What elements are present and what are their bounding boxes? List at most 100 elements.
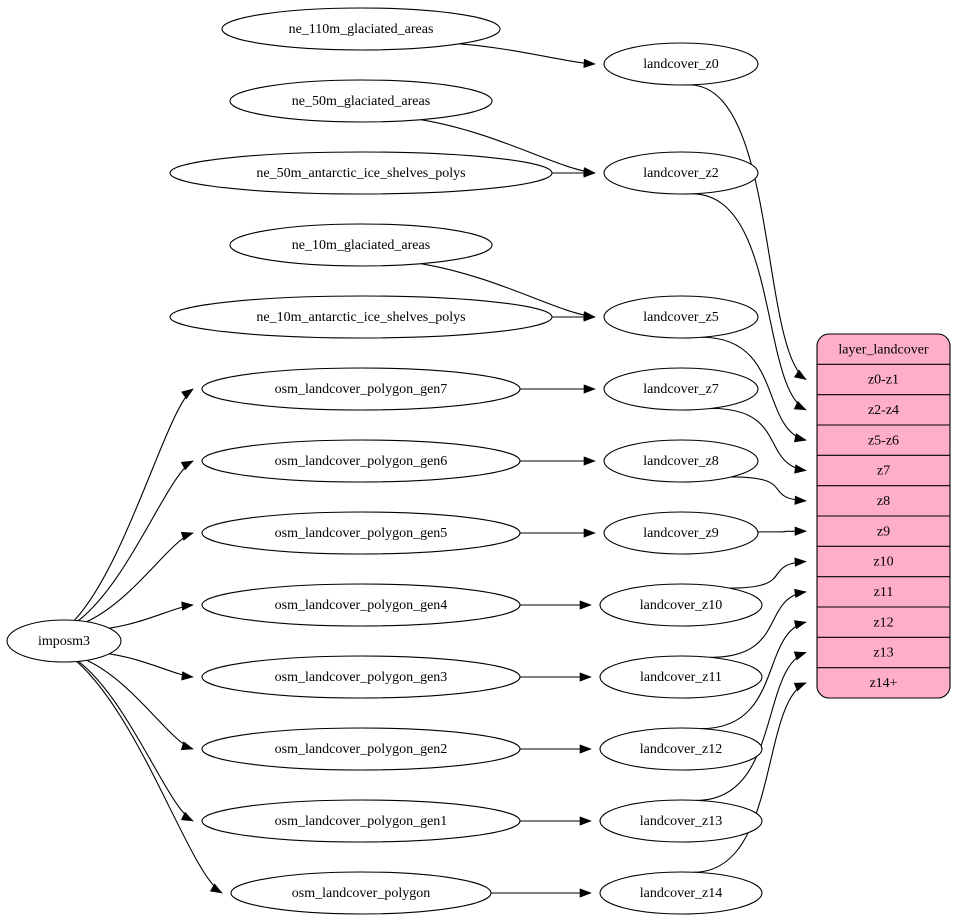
node-osm_landcover_polygon_gen4[interactable]: osm_landcover_polygon_gen4 <box>201 583 521 627</box>
node-osm_landcover_polygon_gen2[interactable]: osm_landcover_polygon_gen2 <box>201 727 521 771</box>
node-ne_50m_antarctic_ice_shelves_polys[interactable]: ne_50m_antarctic_ice_shelves_polys <box>169 151 553 195</box>
record-row-label: z0-z1 <box>868 373 899 388</box>
node-shape <box>221 7 501 51</box>
node-label: landcover_z2 <box>643 166 718 181</box>
node-label: ne_50m_glaciated_areas <box>292 94 430 109</box>
node-label: landcover_z12 <box>640 742 722 757</box>
node-shape <box>201 655 521 699</box>
edge-landcover_z9-to-layer_landcover-z9 <box>757 530 807 533</box>
node-osm_landcover_polygon_gen7[interactable]: osm_landcover_polygon_gen7 <box>201 367 521 411</box>
edge-landcover_z2-to-layer_landcover-z2-z4 <box>691 193 807 411</box>
node-shape <box>230 871 492 915</box>
edge-imposm3-to-osm_landcover_polygon_gen3-arrowhead <box>181 671 194 681</box>
node-osm_landcover_polygon[interactable]: osm_landcover_polygon <box>230 871 492 915</box>
edge-landcover_z12-to-layer_landcover-z12 <box>701 621 807 730</box>
edge-landcover_z13-to-layer_landcover-z13 <box>696 651 807 801</box>
node-shape <box>603 439 759 483</box>
node-landcover_z2[interactable]: landcover_z2 <box>603 151 759 195</box>
node-ne_110m_glaciated_areas[interactable]: ne_110m_glaciated_areas <box>221 7 501 51</box>
node-label: osm_landcover_polygon_gen2 <box>275 742 448 757</box>
edge-imposm3-to-osm_landcover_polygon_gen7-arrowhead <box>181 388 194 400</box>
record-row-label: z13 <box>873 646 893 661</box>
edge-landcover_z9-to-layer_landcover-z9-arrowhead <box>794 526 807 536</box>
edge-ne_10m_antarctic_ice_shelves_polys-to-landcover_z5-arrowhead <box>583 312 596 322</box>
edge-landcover_z2-to-layer_landcover-z2-z4-arrowhead <box>793 400 807 411</box>
node-landcover_z12[interactable]: landcover_z12 <box>599 727 763 771</box>
node-landcover_z13[interactable]: landcover_z13 <box>599 799 763 843</box>
edge-landcover_z5-to-layer_landcover-z5-z6 <box>701 336 807 441</box>
node-shape <box>599 799 763 843</box>
node-landcover_z8[interactable]: landcover_z8 <box>603 439 759 483</box>
edge-landcover_z0-to-layer_landcover-z0-z1 <box>689 84 807 380</box>
node-shape <box>603 42 759 86</box>
edge-osm_landcover_polygon_gen6-to-landcover_z8-arrowhead <box>583 456 596 466</box>
node-ne_10m_glaciated_areas[interactable]: ne_10m_glaciated_areas <box>229 223 493 267</box>
node-label: osm_landcover_polygon_gen5 <box>275 526 448 541</box>
node-shape <box>201 367 521 411</box>
node-shape <box>603 511 759 555</box>
node-label: landcover_z9 <box>643 526 718 541</box>
record-node-layer-landcover[interactable]: layer_landcoverz0-z1z2-z4z5-z6z7z8z9z10z… <box>816 333 951 699</box>
node-label: landcover_z11 <box>640 670 722 685</box>
node-landcover_z9[interactable]: landcover_z9 <box>603 511 759 555</box>
node-imposm3[interactable]: imposm3 <box>6 619 122 663</box>
record-row-label: z5-z6 <box>868 433 899 448</box>
record-row-label: z9 <box>877 524 890 539</box>
node-label: ne_110m_glaciated_areas <box>289 22 434 37</box>
edge-ne_110m_glaciated_areas-to-landcover_z0-arrowhead <box>583 58 596 69</box>
edge-ne_110m_glaciated_areas-to-landcover_z0 <box>459 43 596 65</box>
node-label: osm_landcover_polygon_gen4 <box>275 598 448 613</box>
node-shape <box>201 439 521 483</box>
record-header-label: layer_landcover <box>838 342 929 357</box>
node-shape <box>599 655 763 699</box>
edge-imposm3-to-osm_landcover_polygon_gen4 <box>109 604 194 629</box>
node-landcover_z5[interactable]: landcover_z5 <box>603 295 759 339</box>
node-label: landcover_z0 <box>643 57 718 72</box>
node-label: osm_landcover_polygon_gen1 <box>275 814 448 829</box>
node-ne_50m_glaciated_areas[interactable]: ne_50m_glaciated_areas <box>229 79 493 123</box>
edge-osm_landcover_polygon_gen5-to-landcover_z9-arrowhead <box>583 528 596 538</box>
edge-landcover_z5-to-layer_landcover-z5-z6-arrowhead <box>793 433 807 443</box>
node-landcover_z11[interactable]: landcover_z11 <box>599 655 763 699</box>
node-landcover_z7[interactable]: landcover_z7 <box>603 367 759 411</box>
node-ne_10m_antarctic_ice_shelves_polys[interactable]: ne_10m_antarctic_ice_shelves_polys <box>169 295 553 339</box>
edge-ne_50m_antarctic_ice_shelves_polys-to-landcover_z2-arrowhead <box>583 168 596 178</box>
edge-landcover_z8-to-layer_landcover-z8 <box>731 476 807 502</box>
node-osm_landcover_polygon_gen3[interactable]: osm_landcover_polygon_gen3 <box>201 655 521 699</box>
record-row-label: z8 <box>877 494 890 509</box>
node-shape <box>201 799 521 843</box>
node-osm_landcover_polygon_gen6[interactable]: osm_landcover_polygon_gen6 <box>201 439 521 483</box>
edge-imposm3-to-osm_landcover_polygon_gen6 <box>78 460 194 622</box>
node-label: ne_50m_antarctic_ice_shelves_polys <box>256 166 465 181</box>
node-landcover_z10[interactable]: landcover_z10 <box>599 583 763 627</box>
node-label: landcover_z5 <box>643 310 718 325</box>
edge-osm_landcover_polygon_gen2-to-landcover_z12-arrowhead <box>579 744 592 754</box>
edge-osm_landcover_polygon_gen4-to-landcover_z10-arrowhead <box>579 600 592 610</box>
node-osm_landcover_polygon_gen5[interactable]: osm_landcover_polygon_gen5 <box>201 511 521 555</box>
edge-imposm3-to-osm_landcover_polygon_gen5-arrowhead <box>180 531 194 541</box>
node-shape <box>603 295 759 339</box>
record-row-label: z10 <box>873 555 893 570</box>
edge-landcover_z11-to-layer_landcover-z11-arrowhead <box>794 588 807 599</box>
edge-landcover_z10-to-layer_landcover-z10-arrowhead <box>794 557 807 567</box>
edge-imposm3-to-osm_landcover_polygon_gen6-arrowhead <box>180 460 194 471</box>
edge-landcover_z7-to-layer_landcover-z7-arrowhead <box>794 464 807 474</box>
node-shape <box>229 223 493 267</box>
edge-ne_50m_glaciated_areas-to-landcover_z2 <box>421 119 596 174</box>
edge-imposm3-to-osm_landcover_polygon_gen7 <box>74 388 194 621</box>
node-label: landcover_z13 <box>640 814 722 829</box>
edge-landcover_z11-to-layer_landcover-z11 <box>709 591 807 658</box>
edge-imposm3-to-osm_landcover_polygon_gen3 <box>109 653 194 678</box>
node-label: landcover_z14 <box>640 886 722 901</box>
node-label: landcover_z7 <box>643 382 718 397</box>
node-osm_landcover_polygon_gen1[interactable]: osm_landcover_polygon_gen1 <box>201 799 521 843</box>
node-landcover_z14[interactable]: landcover_z14 <box>599 871 763 915</box>
node-landcover_z0[interactable]: landcover_z0 <box>603 42 759 86</box>
edge-landcover_z8-to-layer_landcover-z8-arrowhead <box>794 495 807 505</box>
edge-landcover_z10-to-layer_landcover-z10 <box>729 560 807 589</box>
node-label: osm_landcover_polygon_gen3 <box>275 670 448 685</box>
edge-imposm3-to-osm_landcover_polygon_gen1-arrowhead <box>180 811 194 822</box>
record-row-label: z14+ <box>869 676 897 691</box>
node-shape <box>169 295 553 339</box>
edge-imposm3-to-osm_landcover_polygon_gen4-arrowhead <box>181 601 194 611</box>
